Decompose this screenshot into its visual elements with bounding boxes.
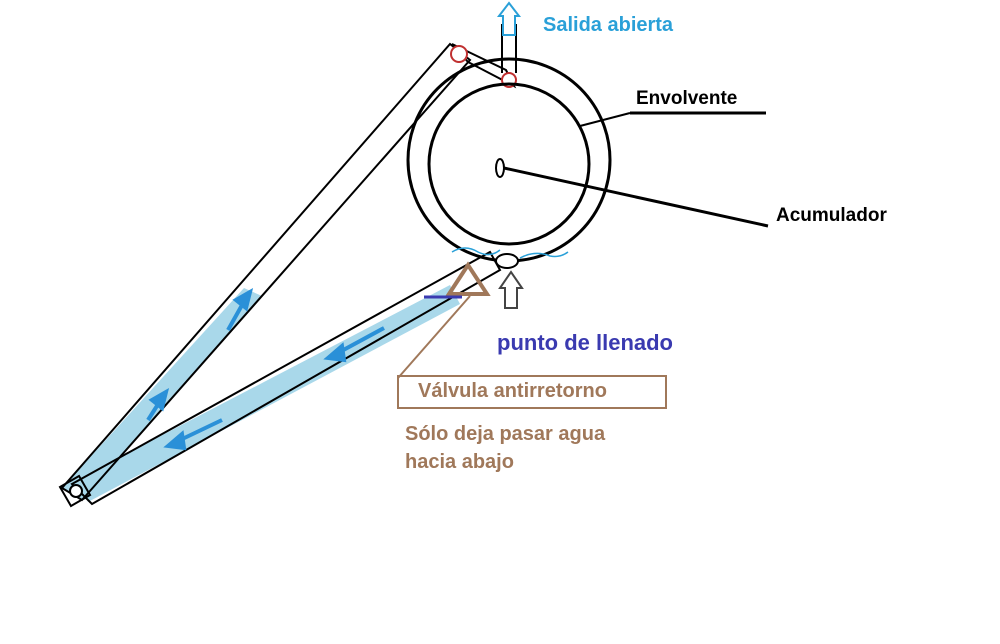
tank-bottom-port bbox=[495, 253, 519, 269]
fill-arrow-icon bbox=[498, 270, 524, 309]
accumulator-label: Acumulador bbox=[776, 205, 887, 226]
pipe-top-port bbox=[450, 45, 468, 63]
check-valve-icon bbox=[445, 261, 491, 296]
fill-point-label: punto de llenado bbox=[497, 330, 673, 355]
accumulator-leader bbox=[503, 166, 769, 228]
pipe-elbow bbox=[58, 474, 92, 508]
valve-leader bbox=[397, 295, 471, 379]
flow-arrow-down-1-head bbox=[323, 342, 347, 363]
outlet-arrow-icon bbox=[496, 1, 522, 36]
envelope-label: Envolvente bbox=[636, 88, 738, 109]
flow-arrows bbox=[146, 287, 385, 451]
flow-arrow-up-2-head bbox=[148, 387, 170, 412]
valve-label: Válvula antirretorno bbox=[418, 380, 607, 402]
flow-arrow-down-2-head bbox=[163, 430, 187, 451]
envelope-circle bbox=[406, 57, 612, 263]
envelope-leader bbox=[579, 112, 631, 127]
valve-note-line-2: hacia abajo bbox=[405, 451, 514, 473]
tank-water-wave bbox=[451, 247, 569, 259]
elbow-joint bbox=[69, 484, 83, 498]
flow-arrow-up-1-head bbox=[232, 287, 254, 312]
accumulator-center bbox=[495, 158, 505, 178]
lower-pipe-water bbox=[76, 285, 460, 502]
accumulator-circle bbox=[427, 82, 591, 246]
outlet-label: Salida abierta bbox=[543, 14, 674, 36]
valve-label-box bbox=[397, 375, 667, 409]
valve-note-line-1: Sólo deja pasar agua bbox=[405, 423, 606, 445]
